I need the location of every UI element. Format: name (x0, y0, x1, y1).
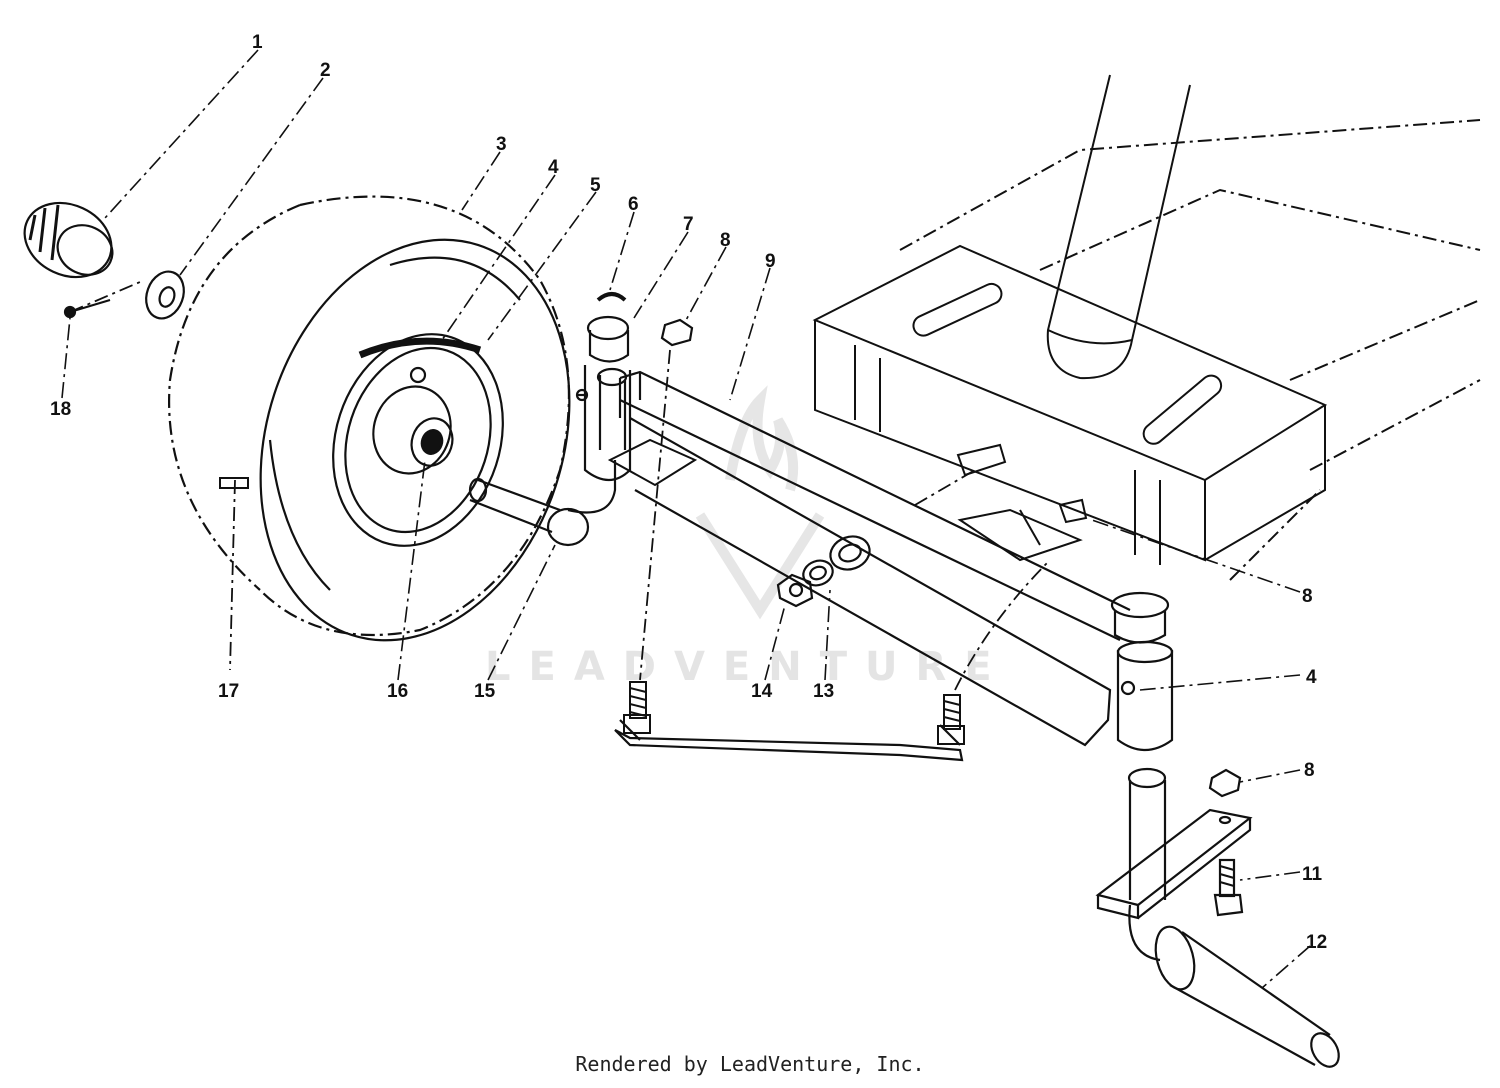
bolt-8-mid (956, 443, 1088, 524)
bolt-11 (1213, 858, 1244, 917)
callout-18: 18 (50, 399, 71, 420)
steering-column (1046, 74, 1191, 380)
console-box (812, 244, 1328, 565)
wheel-rim (332, 333, 504, 547)
footer-credit: Rendered by LeadVenture, Inc. (575, 1052, 925, 1076)
nut-8-top (660, 318, 694, 347)
callout-8-top: 8 (720, 230, 731, 251)
callout-2: 2 (320, 60, 331, 81)
callout-8-lower: 8 (1304, 760, 1315, 781)
kingpin-right (1110, 591, 1174, 752)
nut-14 (776, 573, 814, 608)
spindle-right (1095, 767, 1340, 1068)
tie-rod-bolt-left (623, 681, 651, 734)
callout-4: 4 (548, 157, 559, 178)
callout-16: 16 (387, 681, 408, 702)
callout-4-right: 4 (1306, 667, 1317, 688)
callout-11: 11 (1302, 864, 1323, 885)
callout-6: 6 (628, 194, 639, 215)
kingpin-left (575, 292, 632, 482)
callout-14: 14 (751, 681, 773, 702)
wheel-tire (168, 195, 571, 642)
cotter-pin-18 (63, 298, 111, 319)
callout-5: 5 (590, 175, 601, 196)
tie-rod (614, 719, 964, 762)
centerlines (69, 281, 1051, 691)
callout-17: 17 (218, 681, 239, 702)
callout-8-mid: 8 (1302, 586, 1313, 607)
tie-rod-bolt-right (937, 694, 965, 745)
watermark-logo (695, 385, 825, 620)
spindle-left (468, 460, 617, 547)
callout-15: 15 (474, 681, 496, 702)
callout-1: 1 (252, 32, 263, 53)
callout-3: 3 (496, 134, 507, 155)
nut-8-lower (1208, 768, 1242, 825)
watermark-text: LEADVENTURE (485, 644, 1010, 690)
tractor-frame (899, 119, 1481, 581)
valve-stem-17 (219, 477, 249, 489)
callout-9: 9 (765, 251, 776, 272)
callout-12: 12 (1306, 932, 1327, 953)
washer-2 (145, 270, 185, 320)
leader-lines (61, 49, 1311, 989)
hub-cap (23, 201, 114, 279)
callout-7: 7 (683, 214, 694, 235)
callout-13: 13 (813, 681, 834, 702)
axle-bracket (607, 438, 1083, 562)
washer-13 (802, 535, 871, 587)
